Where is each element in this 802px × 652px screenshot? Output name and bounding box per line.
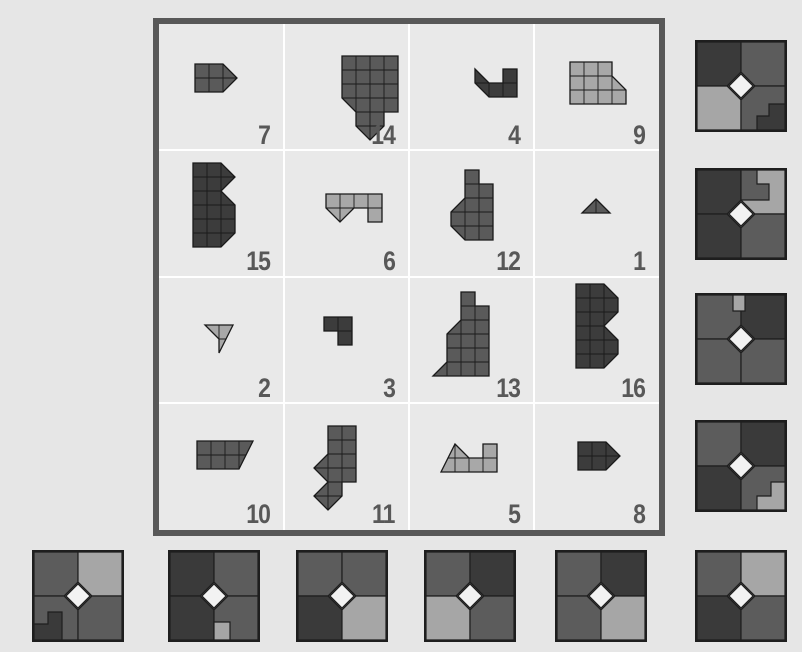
tile-art bbox=[697, 295, 785, 383]
tile-art bbox=[170, 552, 258, 640]
tile-accent bbox=[214, 622, 230, 640]
tile-quad-top-right bbox=[741, 422, 785, 466]
board-cell-1-2[interactable]: 12 bbox=[409, 151, 534, 278]
piece-number: 1 bbox=[633, 246, 645, 277]
tile-accent bbox=[733, 295, 745, 311]
tile-quad-top-right bbox=[470, 552, 514, 596]
board-cell-0-0[interactable]: 7 bbox=[159, 24, 284, 151]
bottom-tile-1[interactable] bbox=[32, 550, 124, 642]
tile-quad-top-left bbox=[557, 552, 601, 596]
piece-number: 10 bbox=[246, 499, 270, 530]
tile-quad-top-left bbox=[426, 552, 470, 596]
piece-number: 12 bbox=[496, 246, 520, 277]
tile-quad-bottom-right bbox=[78, 596, 122, 640]
tile-quad-bottom-left bbox=[697, 339, 741, 383]
tile-quad-bottom-left bbox=[697, 214, 741, 258]
tile-art bbox=[697, 42, 785, 130]
right-tile-1[interactable] bbox=[695, 40, 787, 132]
board-cell-2-0[interactable]: 2 bbox=[159, 277, 284, 404]
tile-quad-bottom-right bbox=[601, 596, 645, 640]
tile-quad-top-right bbox=[214, 552, 258, 596]
piece-number: 13 bbox=[496, 373, 520, 404]
board-cell-1-3[interactable]: 1 bbox=[534, 151, 659, 278]
piece-number: 5 bbox=[508, 499, 520, 530]
board-cell-3-1[interactable]: 11 bbox=[284, 404, 409, 531]
tile-quad-top-left bbox=[697, 552, 741, 596]
tile-quad-top-left bbox=[697, 422, 741, 466]
right-tile-5[interactable] bbox=[695, 550, 787, 642]
tile-quad-top-right bbox=[601, 552, 645, 596]
tile-quad-bottom-left bbox=[697, 86, 741, 130]
piece-number: 16 bbox=[621, 373, 645, 404]
right-tile-3[interactable] bbox=[695, 293, 787, 385]
bottom-tile-4[interactable] bbox=[424, 550, 516, 642]
tile-art bbox=[298, 552, 386, 640]
tile-quad-top-right bbox=[741, 42, 785, 86]
board-cell-0-3[interactable]: 9 bbox=[534, 24, 659, 151]
right-tile-4[interactable] bbox=[695, 420, 787, 512]
tile-quad-top-right bbox=[741, 295, 785, 339]
tile-art bbox=[426, 552, 514, 640]
tile-quad-bottom-right bbox=[741, 214, 785, 258]
tile-art bbox=[697, 170, 785, 258]
piece-body bbox=[451, 170, 493, 240]
tile-quad-bottom-left bbox=[170, 596, 214, 640]
piece-number: 6 bbox=[383, 246, 395, 277]
piece-number: 9 bbox=[633, 120, 645, 151]
tile-art bbox=[697, 552, 785, 640]
tile-quad-top-left bbox=[298, 552, 342, 596]
tile-quad-top-right bbox=[78, 552, 122, 596]
tile-art bbox=[34, 552, 122, 640]
piece-number: 14 bbox=[371, 120, 395, 151]
bottom-tile-2[interactable] bbox=[168, 550, 260, 642]
tile-quad-bottom-left bbox=[697, 596, 741, 640]
piece-number: 8 bbox=[633, 499, 645, 530]
piece-number: 3 bbox=[383, 373, 395, 404]
tile-quad-bottom-left bbox=[426, 596, 470, 640]
piece-number: 2 bbox=[258, 373, 270, 404]
board-cell-1-0[interactable]: 15 bbox=[159, 151, 284, 278]
board-cell-2-2[interactable]: 13 bbox=[409, 277, 534, 404]
tile-art bbox=[697, 422, 785, 510]
tile-quad-bottom-right bbox=[470, 596, 514, 640]
tile-quad-bottom-left bbox=[697, 466, 741, 510]
piece-number: 4 bbox=[508, 120, 520, 151]
piece-number: 11 bbox=[372, 499, 395, 530]
board-cell-0-1[interactable]: 14 bbox=[284, 24, 409, 151]
tile-quad-top-left bbox=[34, 552, 78, 596]
board-cell-2-3[interactable]: 16 bbox=[534, 277, 659, 404]
tile-quad-bottom-left bbox=[557, 596, 601, 640]
right-tile-2[interactable] bbox=[695, 168, 787, 260]
piece-number: 7 bbox=[258, 120, 270, 151]
tile-quad-top-left bbox=[170, 552, 214, 596]
tile-quad-top-left bbox=[697, 170, 741, 214]
bottom-tile-5[interactable] bbox=[555, 550, 647, 642]
board-cell-2-1[interactable]: 3 bbox=[284, 277, 409, 404]
tile-quad-top-right bbox=[741, 552, 785, 596]
board-cell-3-3[interactable]: 8 bbox=[534, 404, 659, 531]
board-cell-1-1[interactable]: 6 bbox=[284, 151, 409, 278]
tile-quad-top-right bbox=[342, 552, 386, 596]
board-cell-3-2[interactable]: 5 bbox=[409, 404, 534, 531]
tile-quad-bottom-right bbox=[741, 339, 785, 383]
tile-quad-bottom-left bbox=[298, 596, 342, 640]
bottom-tile-3[interactable] bbox=[296, 550, 388, 642]
piece-board: 7 14 4 9 15 6 12 1 bbox=[153, 18, 665, 536]
tile-art bbox=[557, 552, 645, 640]
tile-quad-bottom-right bbox=[342, 596, 386, 640]
board-cell-3-0[interactable]: 10 bbox=[159, 404, 284, 531]
board-cell-0-2[interactable]: 4 bbox=[409, 24, 534, 151]
tile-quad-bottom-right bbox=[741, 596, 785, 640]
tile-quad-top-left bbox=[697, 42, 741, 86]
piece-number: 15 bbox=[246, 246, 270, 277]
